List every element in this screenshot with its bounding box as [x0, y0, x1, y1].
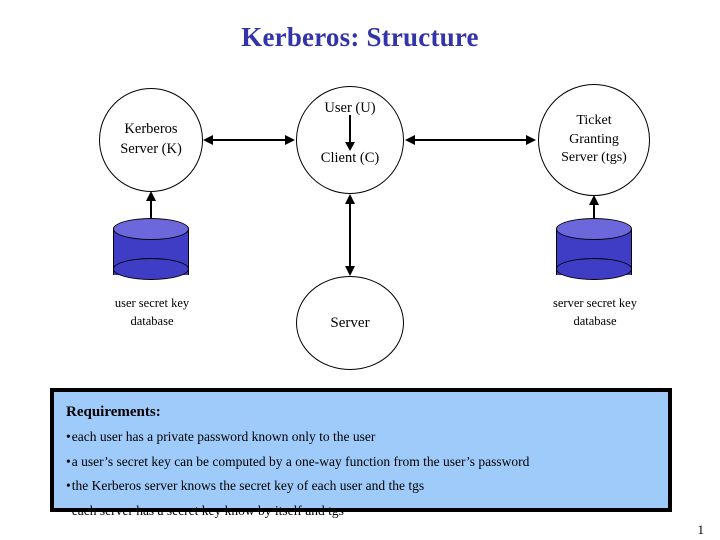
requirement-item: •a user’s secret key can be computed by …: [66, 453, 668, 469]
requirement-item: •each user has a private password known …: [66, 430, 668, 444]
arrow-client-tgs: [405, 133, 536, 146]
node-server-label: Server: [330, 314, 370, 331]
requirement-text: a user’s secret key can be computed by a…: [71, 453, 530, 469]
node-user-label: User (U): [324, 100, 376, 116]
cylinder-bottom: [113, 258, 189, 280]
caption-user-line1: user secret key: [114, 296, 190, 310]
requirement-text: each server has a secret key know by its…: [71, 502, 344, 518]
node-kerberos-server-line1: Kerberos: [124, 121, 178, 138]
caption-server-line1: server secret key: [553, 296, 637, 310]
node-tgs-line2: Granting: [569, 131, 619, 147]
cylinder-bottom: [556, 258, 632, 280]
page-number: 1: [697, 522, 705, 537]
page-title: Kerberos: Structure: [241, 22, 479, 52]
caption-server-line2: database: [573, 314, 617, 329]
node-kerberos-server-line2: Server (K): [120, 141, 182, 157]
node-tgs-line1: Ticket: [576, 112, 612, 128]
bullet-icon: •: [66, 453, 71, 469]
cylinder-top: [556, 218, 632, 240]
requirement-text: each user has a private password known o…: [71, 429, 376, 444]
requirement-item: •the Kerberos server knows the secret ke…: [66, 479, 668, 493]
node-server: Server: [296, 276, 404, 370]
node-kerberos-server: Kerberos Server (K): [99, 88, 203, 192]
cylinder-user-secret-key-database: [113, 218, 189, 280]
node-client-label: Client (C): [320, 149, 380, 166]
arrow-client-server: [343, 194, 356, 276]
bullet-icon: •: [66, 478, 71, 493]
arrow-kerberos-client: [203, 133, 295, 146]
requirements-box: Requirements: •each user has a private p…: [50, 388, 672, 517]
requirement-text: the Kerberos server knows the secret key…: [71, 478, 425, 493]
bullet-icon: •: [66, 502, 71, 518]
arrow-user-to-client: [345, 115, 355, 151]
caption-user-line2: database: [130, 314, 174, 329]
node-tgs-line3: Server (tgs): [561, 150, 627, 166]
node-ticket-granting-server: Ticket Granting Server (tgs): [538, 84, 650, 196]
caption-server-secret-key-database: server secret key database: [521, 294, 669, 330]
cylinder-top: [113, 218, 189, 240]
cylinder-server-secret-key-database: [556, 218, 632, 280]
caption-user-secret-key-database: user secret key database: [81, 294, 223, 330]
bullet-icon: •: [66, 429, 71, 444]
requirement-item: •each server has a secret key know by it…: [66, 502, 668, 518]
requirements-heading: Requirements:: [66, 404, 161, 420]
